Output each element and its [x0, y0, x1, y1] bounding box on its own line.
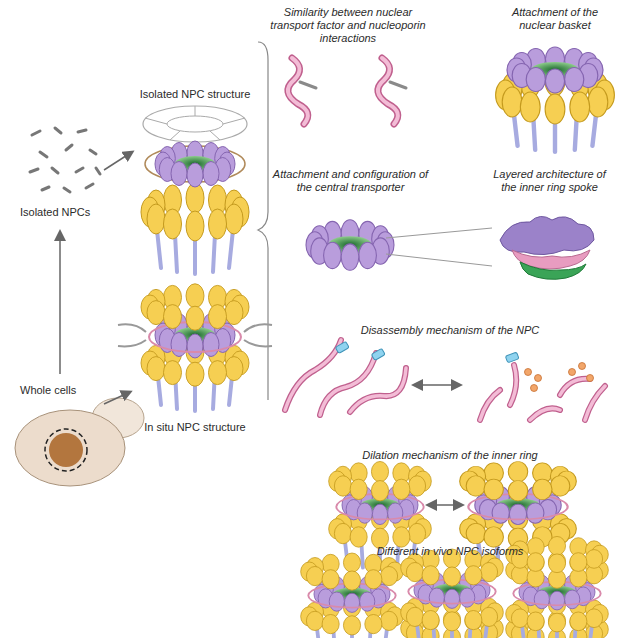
caption-label: Isolated NPC structure [125, 88, 265, 101]
flow-arrow [60, 152, 132, 404]
npc-isoforms [301, 536, 609, 638]
inner-ring-spoke [500, 216, 594, 279]
zoom-lines [386, 228, 492, 266]
caption-label: Layered architecture of the inner ring s… [492, 168, 607, 194]
isolated-npc-structure [141, 106, 249, 274]
central-transporter [306, 220, 394, 271]
caption-label: Similarity between nuclear transport fac… [268, 6, 428, 45]
caption-label: In situ NPC structure [125, 421, 265, 434]
isolated-npcs [30, 128, 100, 192]
nuclear-basket [496, 47, 615, 152]
caption-label: Isolated NPCs [20, 206, 120, 219]
interaction-strands [288, 58, 406, 124]
in-situ-npc-structure [118, 284, 272, 411]
yeast-cell [15, 398, 144, 486]
caption-label: Different in vivo NPC isoforms [325, 545, 575, 558]
caption-label: Attachment of the nuclear basket [500, 6, 610, 32]
caption-label: Disassembly mechanism of the NPC [325, 324, 575, 337]
caption-label: Whole cells [20, 384, 120, 397]
caption-label: Dilation mechanism of the inner ring [325, 449, 575, 462]
caption-label: Attachment and configuration of the cent… [268, 168, 433, 194]
disassembly-strands [285, 340, 605, 420]
